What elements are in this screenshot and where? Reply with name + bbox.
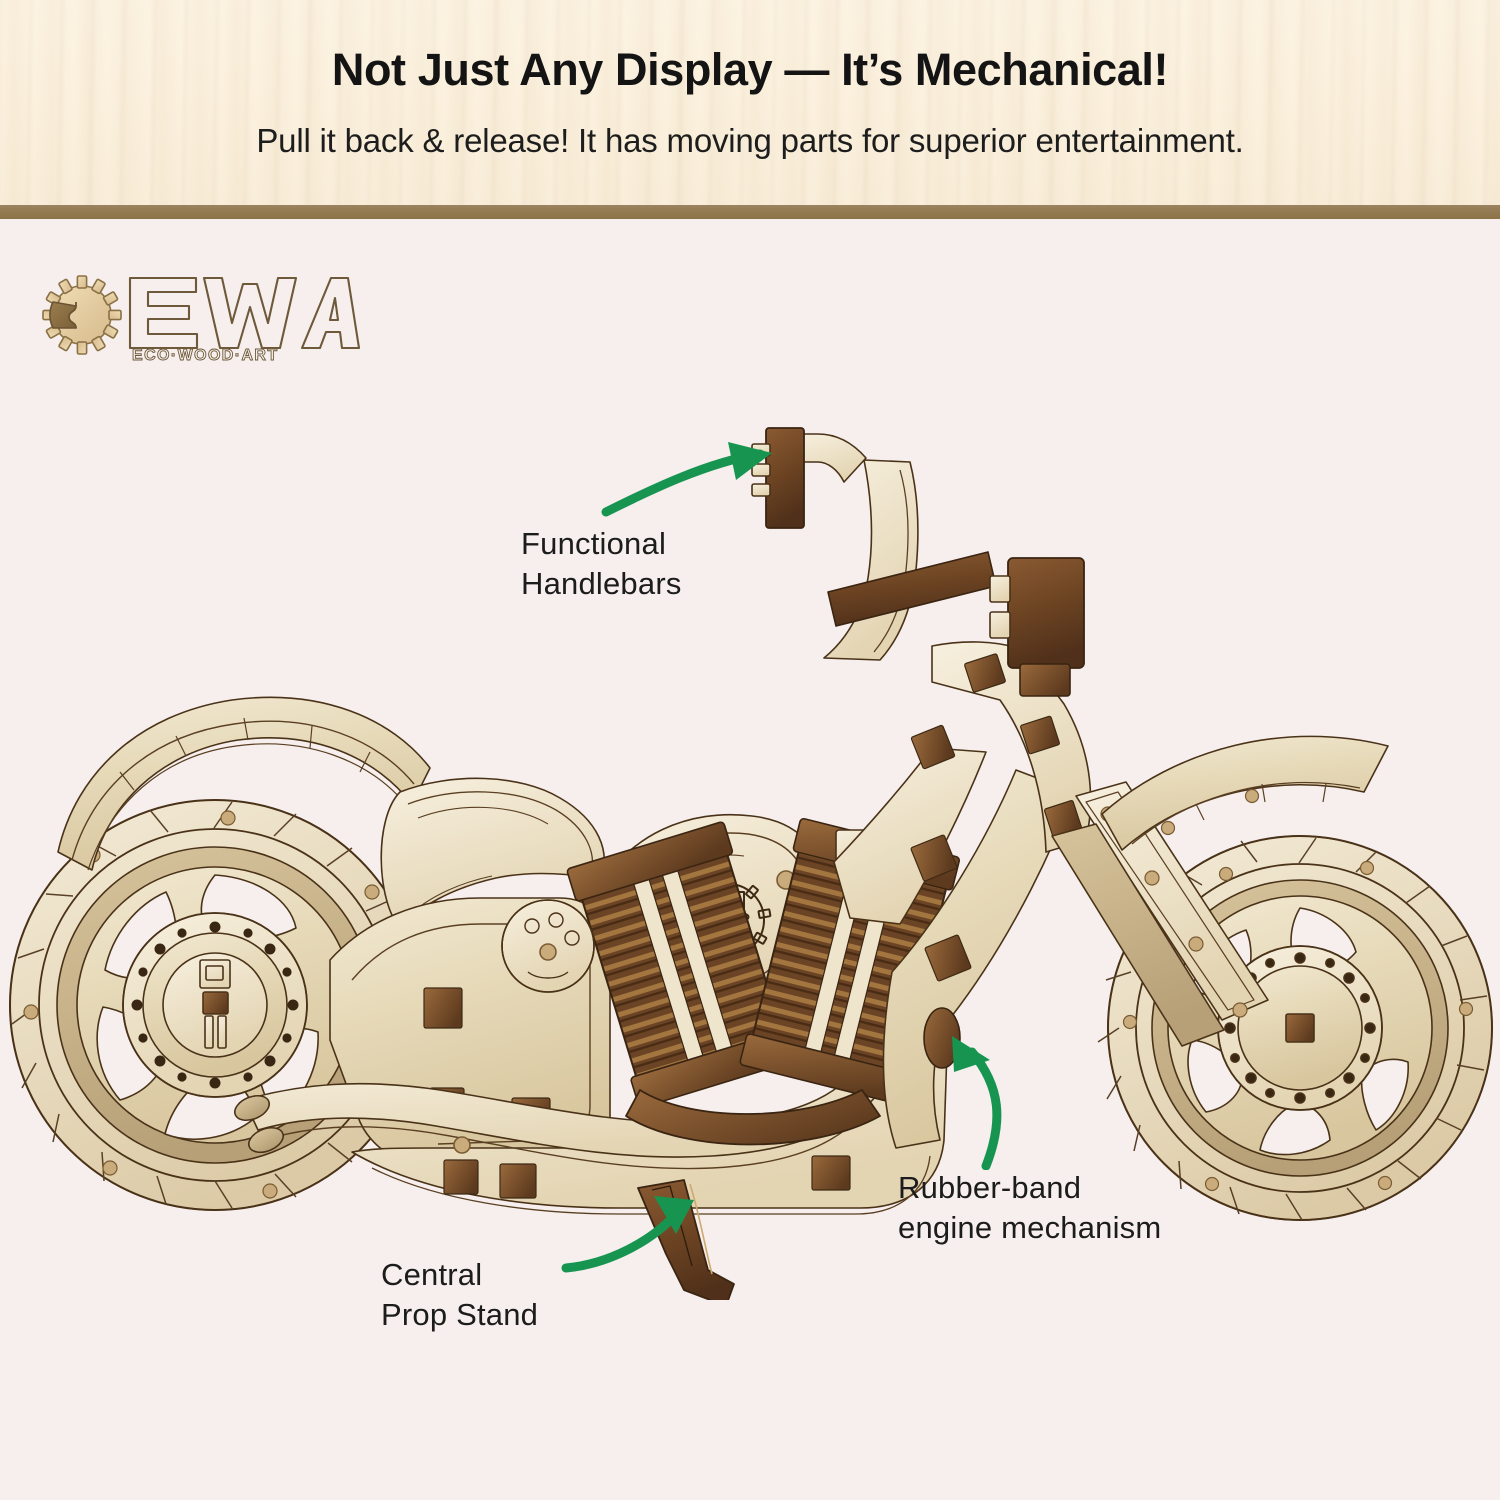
callout-label-prop-stand: Central Prop Stand [381,1257,539,1332]
header-divider [0,205,1500,219]
rear-fender [57,696,431,871]
rubber-band-pulley [923,1007,961,1069]
page-subtitle: Pull it back & release! It has moving pa… [256,122,1244,159]
callout-label-rubber-band: Rubber-band engine mechanism [898,1170,1162,1245]
brand-logo: ECO·WOOD·ART [34,268,364,364]
seat [380,777,605,929]
logo-tagline: ECO·WOOD·ART [132,347,279,364]
prop-stand [637,1179,735,1300]
gear-cover [501,899,595,993]
gear-puzzle-icon [42,275,122,355]
handlebar-grip [765,427,805,529]
front-hub-bolt-circle [1224,952,1376,1104]
callout-arrow-handlebars [600,440,800,525]
front-fender [1101,735,1389,851]
hub-bolt-circle [131,921,299,1089]
wooden-motorcycle-model [0,400,1500,1300]
header-banner: Not Just Any Display — It’s Mechanical! … [0,0,1500,205]
logo-wordmark [128,276,361,350]
headlight [989,557,1085,697]
callout-label-handlebars: Functional Handlebars [521,526,682,601]
handlebars [751,427,997,661]
callout-arrow-prop-stand [560,1190,710,1285]
page-title: Not Just Any Display — It’s Mechanical! [331,44,1169,95]
callout-arrow-rubber-band [930,1020,1060,1175]
